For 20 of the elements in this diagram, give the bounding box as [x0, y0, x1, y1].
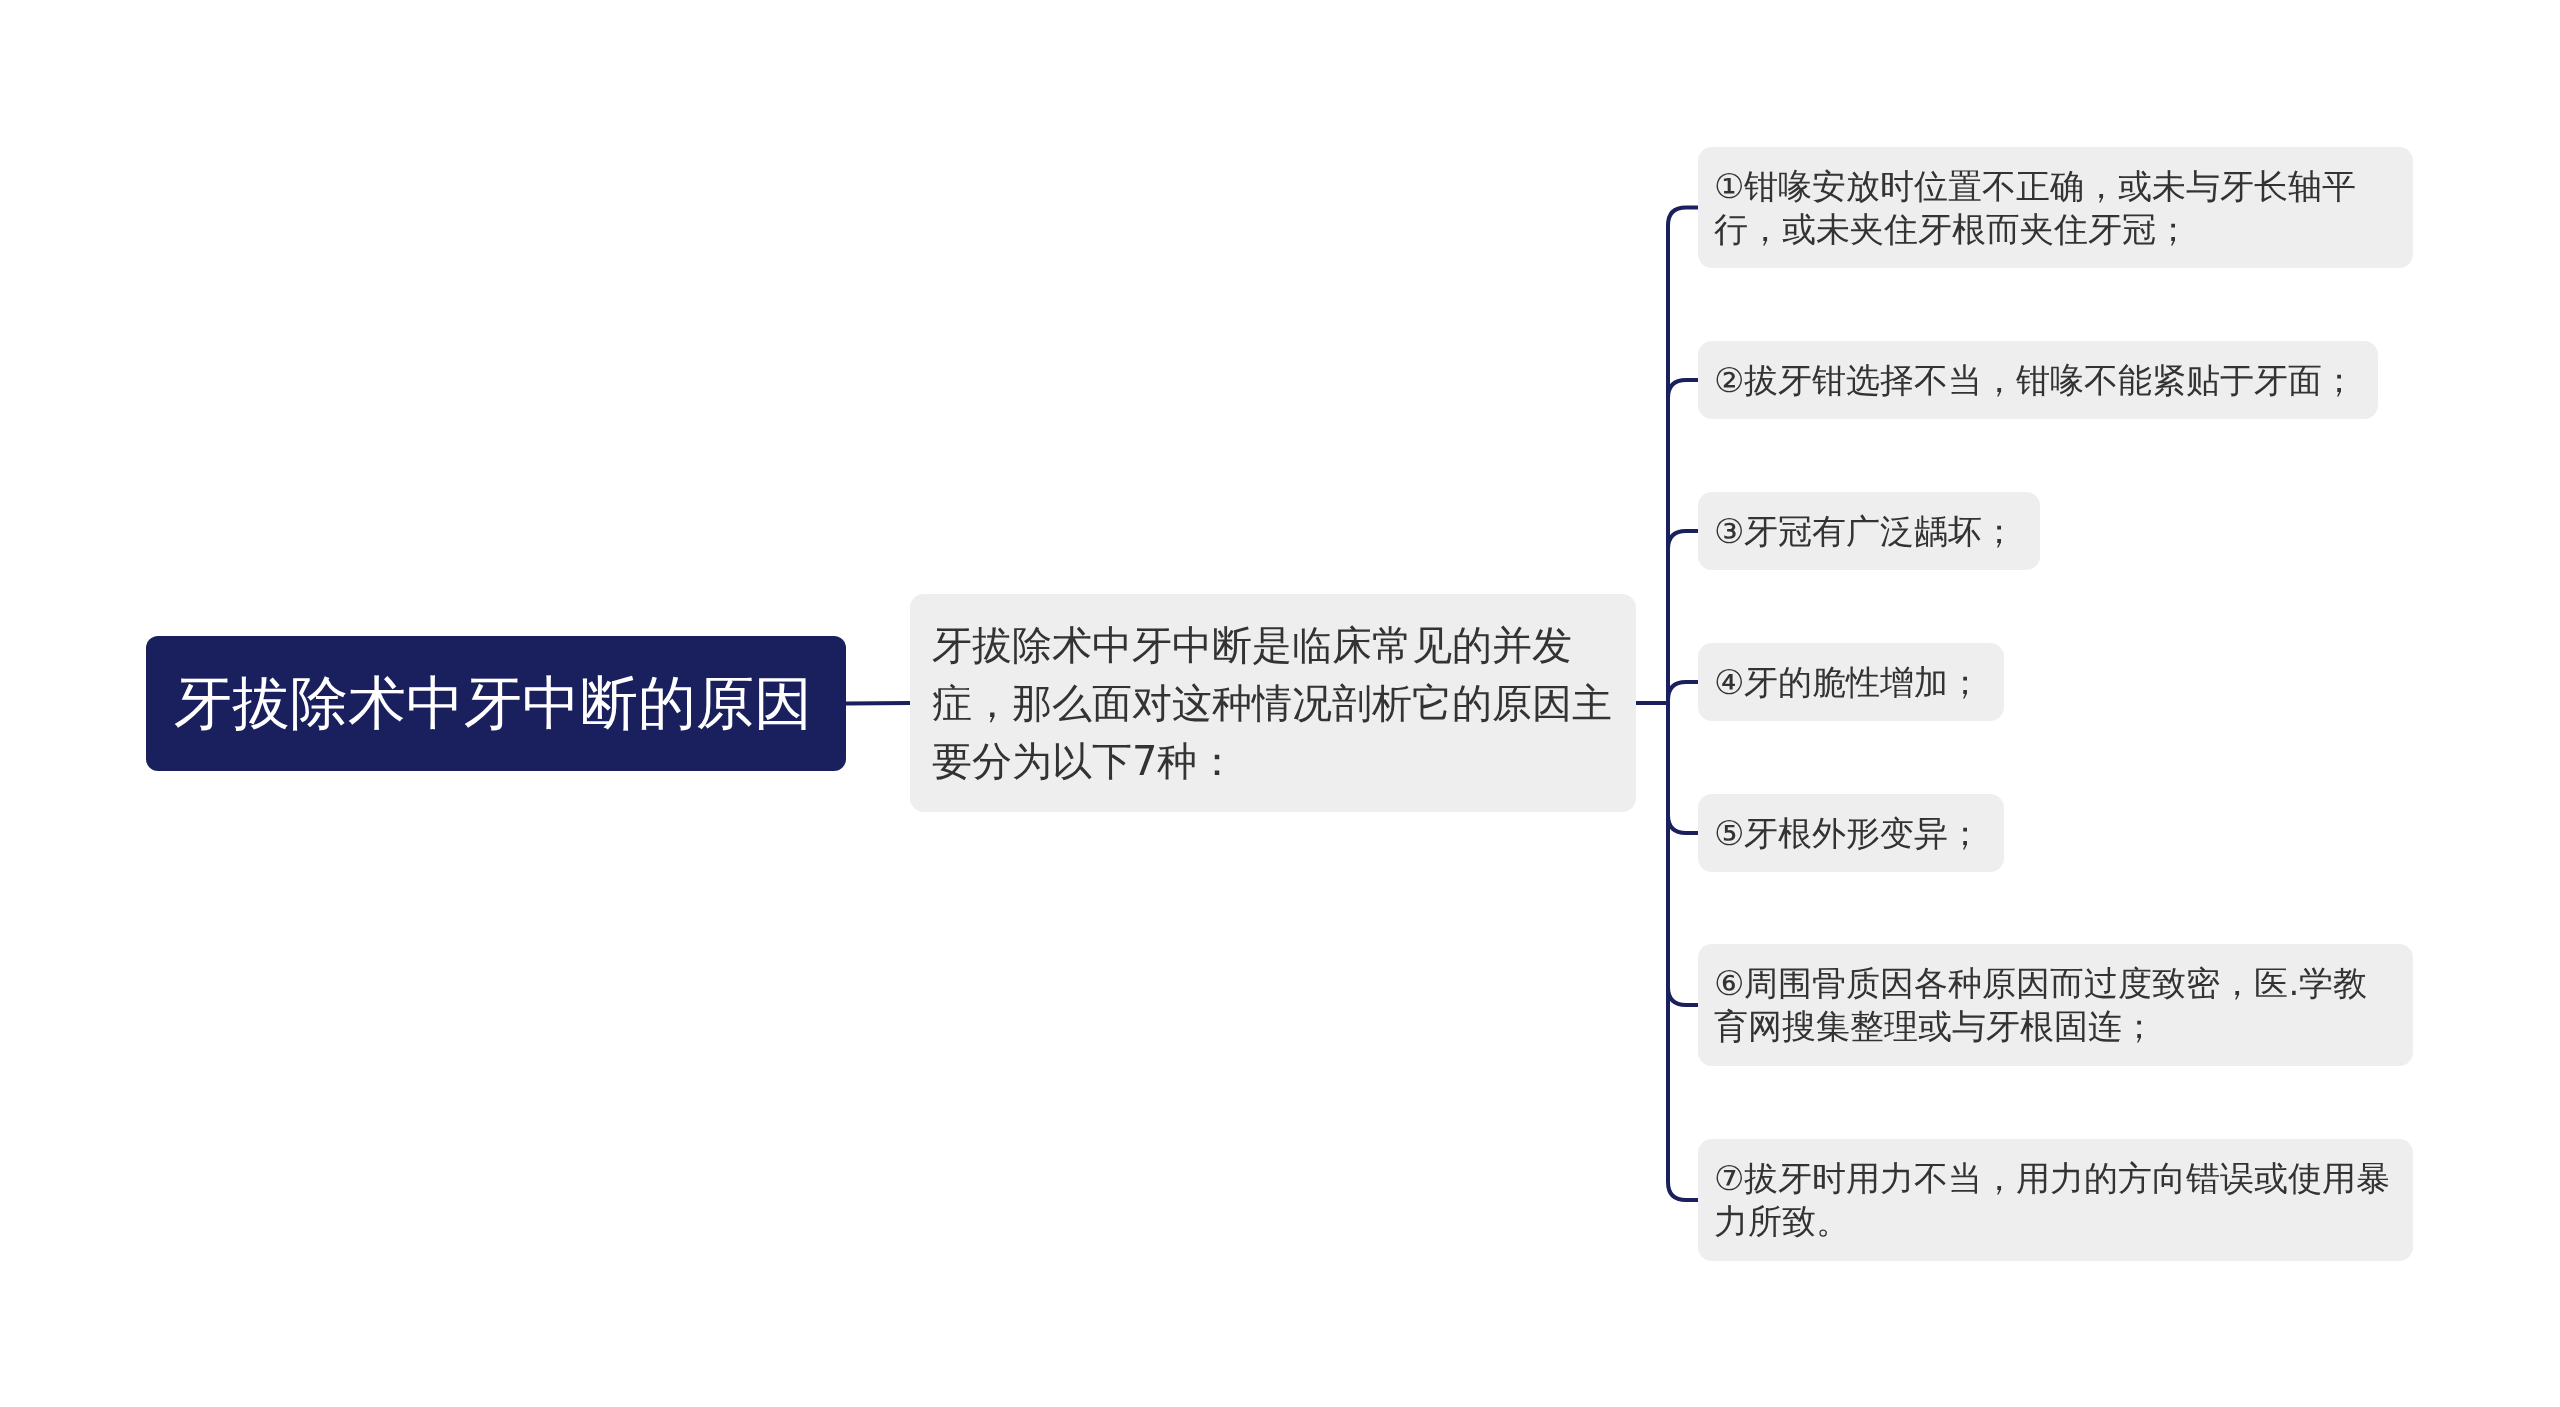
subtopic-box — [1698, 492, 2040, 570]
topic-text: 牙拔除术中牙中断是临床常见的并发症，那么面对这种情况剖析它的原因主要分为以下7种： — [932, 621, 1613, 786]
topic-text: ③牙冠有广泛龋坏； — [1714, 509, 2017, 553]
root-topic-box — [146, 636, 846, 771]
connector-line — [1636, 701, 1698, 1202]
subtopic-box — [1698, 794, 2004, 872]
topic-box — [910, 594, 1636, 812]
topic-text: 牙拔除术中牙中断的原因 — [174, 667, 812, 739]
topic-text: ②拔牙钳选择不当，钳喙不能紧贴于牙面； — [1714, 358, 2357, 402]
subtopic-box — [1698, 643, 2004, 721]
topic-text: ⑦拔牙时用力不当，用力的方向错误或使用暴力所致。 — [1714, 1157, 2392, 1243]
topic-text: ⑤牙根外形变异； — [1714, 811, 1983, 855]
topic-text: ⑥周围骨质因各种原因而过度致密，医.学教育网搜集整理或与牙根固连； — [1714, 962, 2369, 1048]
subtopic-box — [1698, 147, 2413, 268]
topic-text: ①钳喙安放时位置不正确，或未与牙长轴平行，或未夹住牙根而夹住牙冠； — [1714, 164, 2358, 251]
topic-text: ④牙的脆性增加； — [1714, 660, 1983, 704]
subtopic-box — [1698, 944, 2413, 1066]
subtopic-box — [1698, 341, 2378, 419]
connector-line — [846, 701, 910, 706]
subtopic-box — [1698, 1139, 2413, 1261]
